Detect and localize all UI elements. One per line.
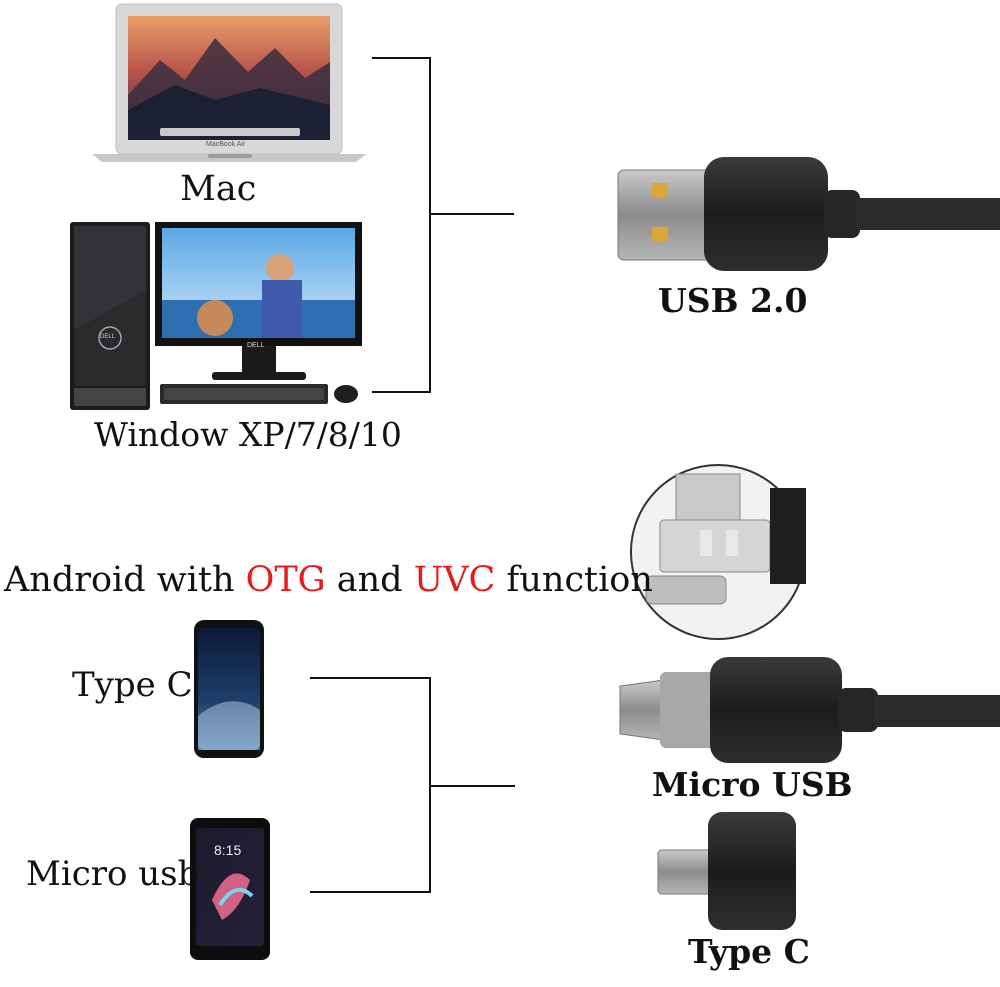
samsung-phone-illustration — [194, 620, 264, 758]
xiaomi-phone-illustration — [190, 818, 270, 960]
type-c-phone-label: Type C — [72, 665, 193, 705]
micro-usb-phone-label: Micro usb — [26, 854, 200, 894]
laptop-illustration — [92, 3, 366, 162]
keyboard-illustration — [160, 384, 328, 404]
monitor-illustration — [155, 222, 362, 380]
otg-highlight: OTG — [245, 560, 326, 600]
android-heading-part1: Android with — [4, 560, 246, 600]
mac-label: Mac — [180, 169, 257, 209]
windows-label: Window XP/7/8/10 — [94, 415, 402, 454]
android-heading-part3: function — [495, 560, 653, 600]
laptop-brand-text: MacBook Air — [206, 141, 246, 148]
desktop-tower-illustration — [70, 222, 150, 410]
type-c-adapter — [657, 812, 796, 930]
android-heading-part2: and — [325, 560, 414, 600]
bottom-bracket — [310, 677, 515, 893]
type-c-label: Type C — [688, 932, 810, 971]
usb-a-plug — [617, 157, 1000, 271]
micro-usb-plug — [619, 657, 1000, 763]
phone-time-text: 8:15 — [214, 842, 242, 858]
micro-usb-label: Micro USB — [652, 765, 853, 804]
top-bracket — [372, 57, 514, 393]
tower-brand-text: DELL — [100, 334, 116, 340]
mouse-illustration — [334, 385, 358, 403]
adapter-zoom-circle — [630, 464, 806, 640]
usb-label: USB 2.0 — [658, 281, 808, 320]
uvc-highlight: UVC — [413, 560, 496, 600]
monitor-brand-text: DELL — [247, 342, 265, 349]
android-heading: Android with OTG and UVC function — [4, 563, 653, 598]
